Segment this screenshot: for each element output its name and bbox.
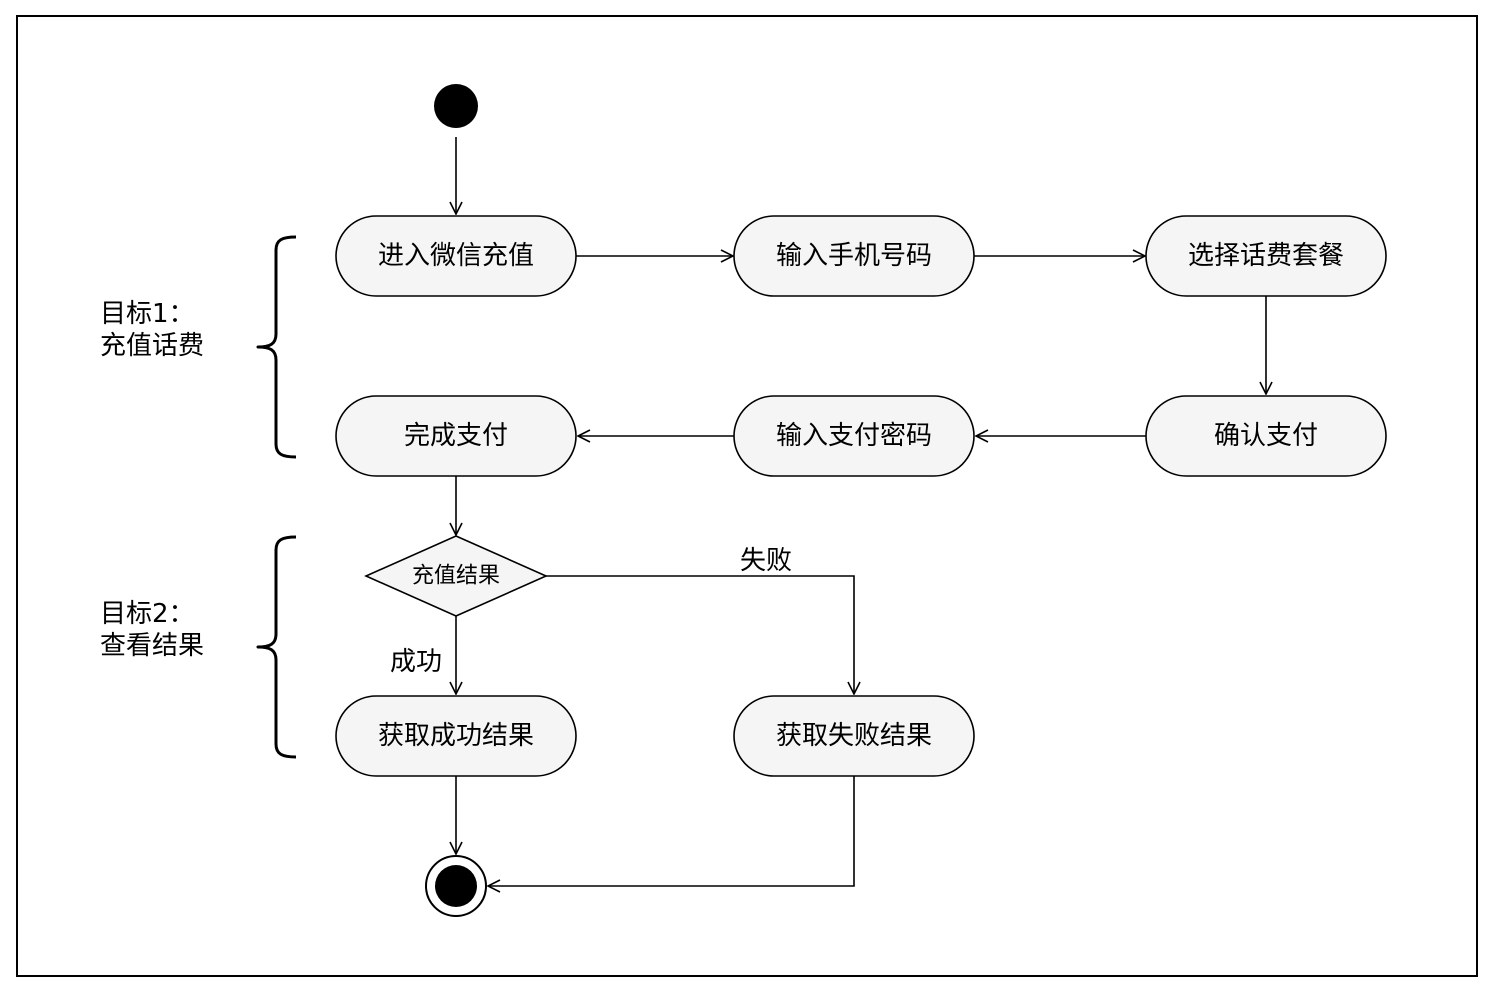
diagram-frame [16,15,1478,977]
guard-failure-label: 失败 [740,546,792,576]
goal-2-brace [256,535,297,759]
goal-1-label-line1: 目标1： [100,299,195,329]
activity-get-failure-result-label: 获取失败结果 [776,721,932,751]
activity-select-plan [1145,215,1387,297]
decision-recharge-result [364,535,548,617]
activity-complete-payment-label: 完成支付 [404,421,508,451]
activity-select-plan-label: 选择话费套餐 [1188,241,1344,271]
activity-confirm-payment-label: 确认支付 [1214,421,1318,451]
goal-1-label-line2: 充值话费 [100,331,204,361]
flow-decision-to-failure [546,575,854,694]
activity-input-password [733,395,975,477]
activity-get-success-result-label: 获取成功结果 [378,721,534,751]
guard-success-label: 成功 [390,647,442,677]
decision-recharge-result-label: 充值结果 [412,564,500,589]
activity-enter-recharge [335,215,577,297]
activity-input-phone-label: 输入手机号码 [776,241,932,271]
goal-1-brace [256,235,297,459]
goal-2-label-line1: 目标2： [100,599,195,629]
activity-input-phone [733,215,975,297]
activity-get-success-result [335,695,577,777]
activity-confirm-payment [1145,395,1387,477]
goal-2-label-line2: 查看结果 [100,631,204,661]
initial-node [434,84,478,128]
final-node [425,855,487,917]
activity-enter-recharge-label: 进入微信充值 [378,241,534,271]
activity-input-password-label: 输入支付密码 [776,421,932,451]
flow-failure-to-end [488,776,855,886]
activity-get-failure-result [733,695,975,777]
activity-complete-payment [335,395,577,477]
